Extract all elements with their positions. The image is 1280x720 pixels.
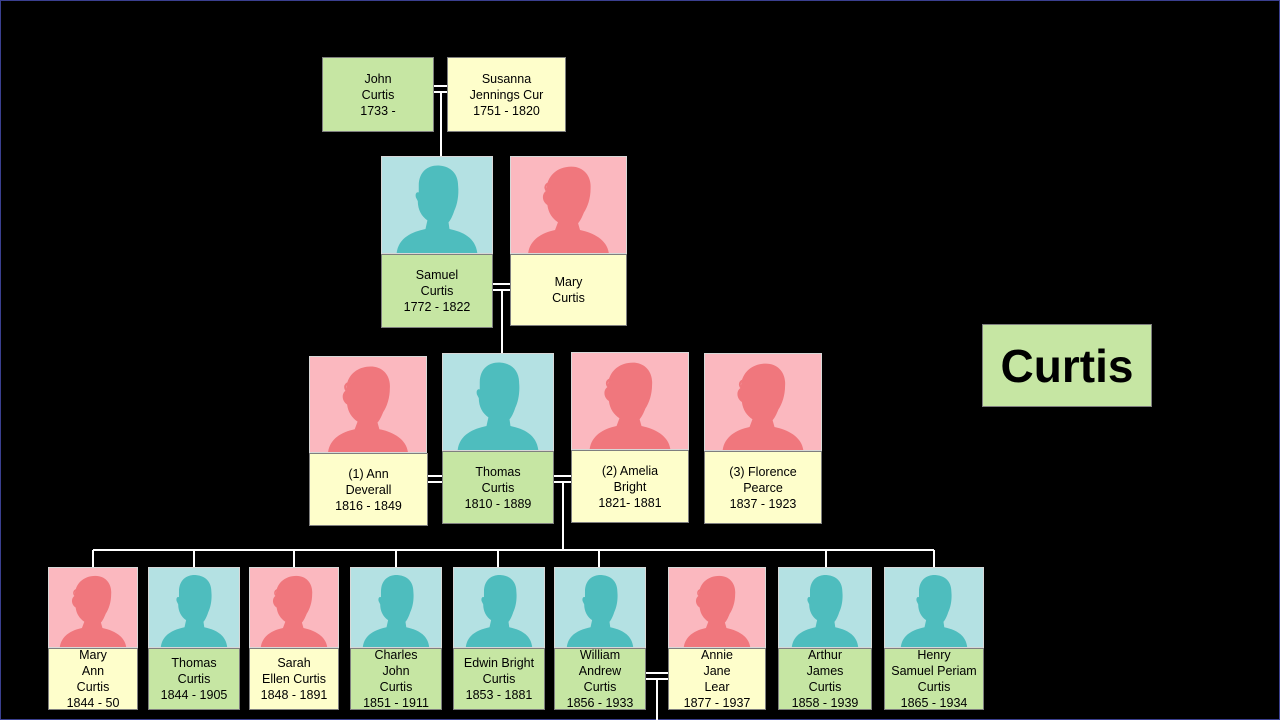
person-text-line: Charles [374,648,418,662]
female-silhouette-icon [510,156,627,254]
person-text-line: Samuel Periam [891,664,977,678]
person-text-line: Curtis [177,672,211,686]
female-silhouette-icon [309,356,427,453]
person-text-line: Thomas [475,464,521,479]
male-silhouette-icon [350,567,442,648]
person-text-line: John [364,71,392,86]
person-text-line: Curtis [583,680,617,694]
person-text-line: Curtis [917,680,951,694]
male-silhouette-icon [442,353,554,451]
person-text-line: Mary [79,648,107,662]
male-silhouette-icon [884,567,984,648]
person-text-line: 1821- 1881 [598,495,662,510]
male-silhouette-icon [554,567,646,648]
female-silhouette-icon [704,353,822,451]
person-text-line: Samuel [415,268,459,282]
person-text-line: Arthur [807,648,843,662]
person-text-line: 1865 - 1934 [900,696,968,710]
person-text-line: Jane [703,664,731,678]
person-text-line: Curtis [482,672,516,686]
male-silhouette-icon [778,567,872,648]
person-text-line: William [579,648,621,662]
female-silhouette-icon [571,352,689,450]
person-text-line: 1816 - 1849 [335,498,402,513]
person-text-line: Annie [701,648,733,662]
person-text-line: (2) Amelia [601,463,659,478]
person-text-line: 1844 - 50 [66,696,120,710]
person-text-line: Curtis [361,87,395,102]
person-text-line: Andrew [578,664,622,678]
person-text-line: Jennings Cur [469,87,544,102]
person-text-line: Henry [917,648,951,662]
person-text-line: Mary [554,275,583,289]
person-text-line: Curtis [379,680,413,694]
person-text-line: 1877 - 1937 [683,696,751,710]
person-text-line: Deverall [345,482,392,497]
person-text-line: Ann [81,664,105,678]
person-text-line: 1733 - [360,103,396,118]
person-text-line: Curtis [76,680,110,694]
person-text-line: Thomas [171,656,217,670]
person-text-line: 1810 - 1889 [464,496,532,511]
female-silhouette-icon [249,567,339,648]
person-text-line: Curtis [808,680,842,694]
person-text-line: Pearce [743,480,783,495]
person-text-line: 1844 - 1905 [160,688,228,702]
person-text-line: 1837 - 1923 [729,496,797,511]
person-text-line: 1751 - 1820 [473,103,540,118]
male-silhouette-icon [148,567,240,648]
person-text-line: Bright [613,479,647,494]
male-silhouette-icon [381,156,493,254]
person-text-line: Sarah [277,656,311,670]
person-text-line: John [382,664,410,678]
person-text-line: 1772 - 1822 [403,300,471,314]
family-name-title: Curtis [982,324,1152,407]
person-text-line: Curtis [552,291,585,305]
female-silhouette-icon [48,567,138,648]
person-text-line: Lear [704,680,730,694]
person-text-line: Ellen Curtis [262,672,326,686]
person-text-line: Susanna [481,71,532,86]
person-text-line: Curtis [481,480,515,495]
person-text-line: (3) Florence [729,464,797,479]
person-text-line: 1858 - 1939 [791,696,859,710]
person-text-line: Curtis [420,284,454,298]
person-text-line: 1848 - 1891 [260,688,328,702]
person-text-line: James [806,664,844,678]
female-silhouette-icon [668,567,766,648]
person-text-line: 1851 - 1911 [363,696,429,710]
person-text-line: (1) Ann [348,466,389,481]
person-text-line: 1856 - 1933 [566,696,634,710]
male-silhouette-icon [453,567,545,648]
person-text-line: Edwin Bright [463,656,535,670]
person-text-line: 1853 - 1881 [465,688,533,702]
